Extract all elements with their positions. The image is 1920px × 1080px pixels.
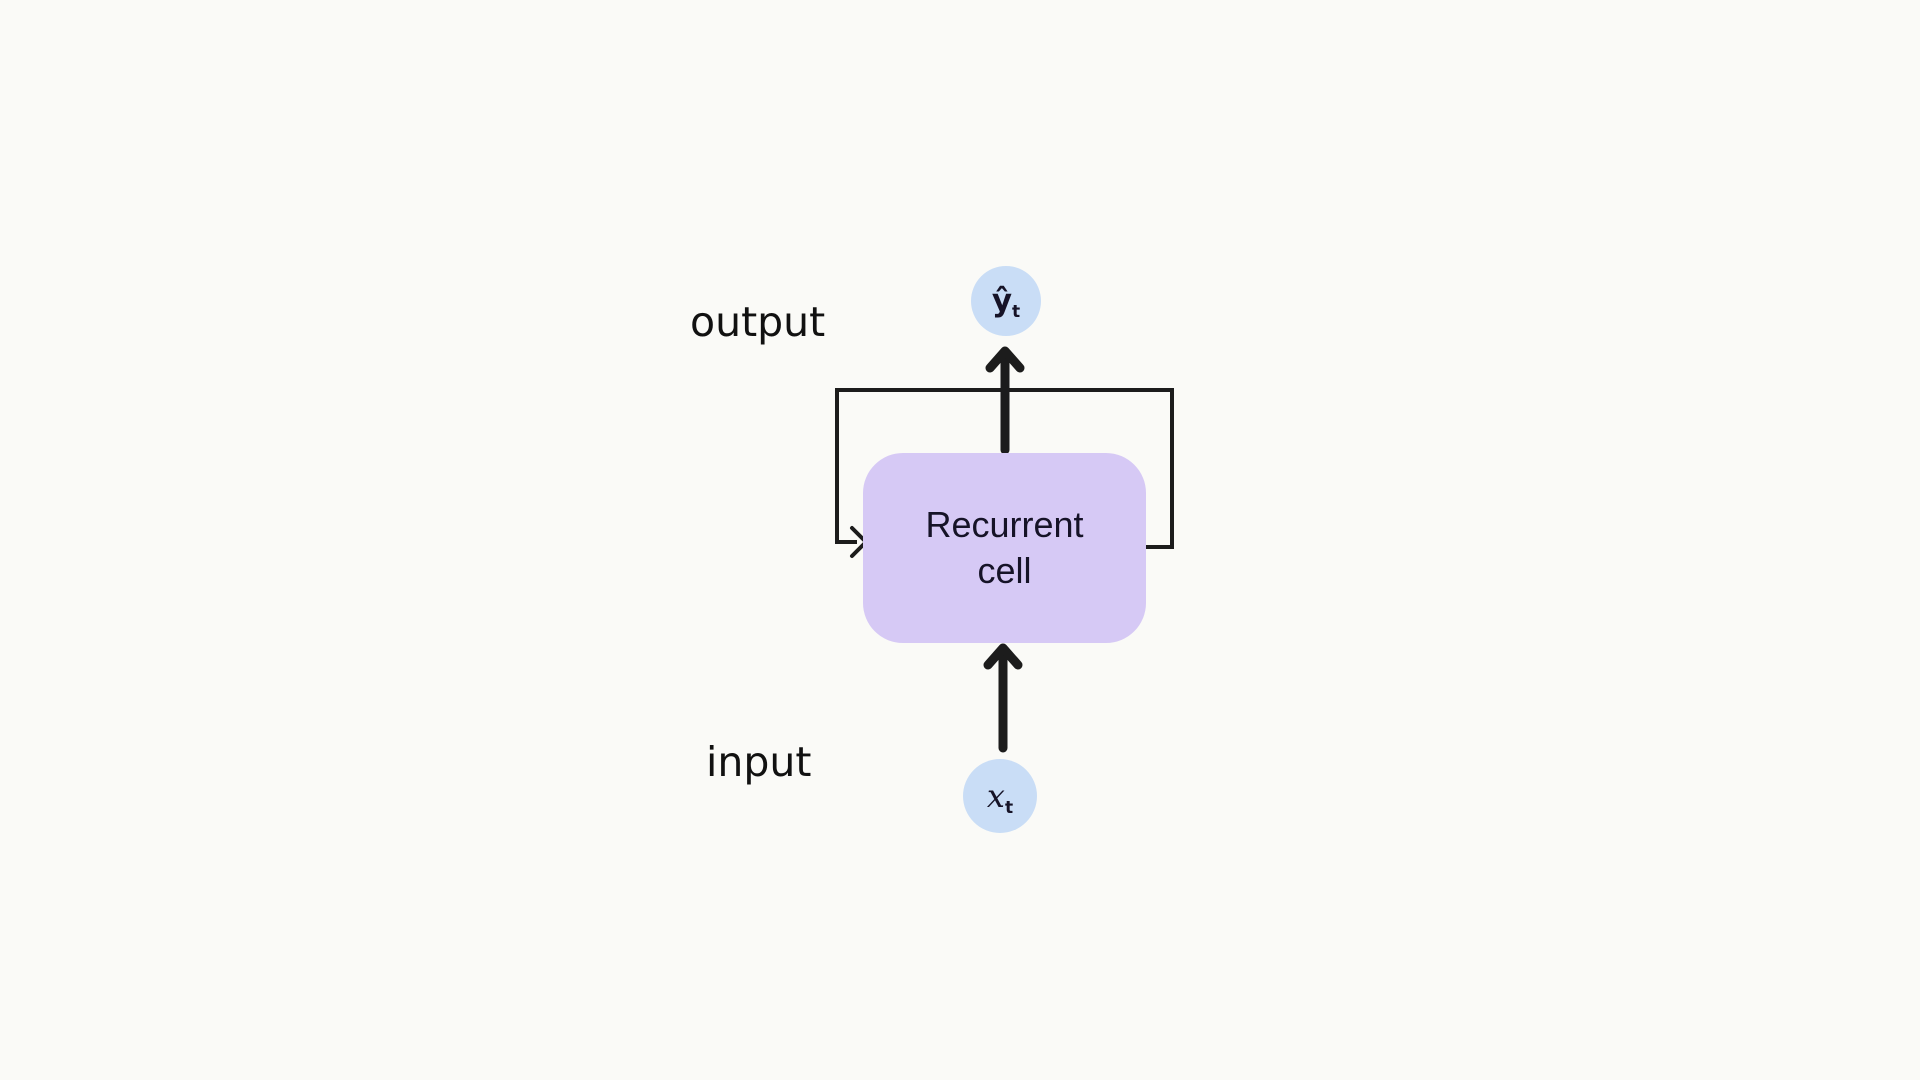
input-arrowhead-icon [983, 643, 1023, 670]
output-symbol-base: ŷ [991, 283, 1013, 319]
input-symbol-subscript: t [1004, 797, 1014, 818]
output-symbol: ŷt [991, 283, 1021, 322]
input-symbol-base: x [986, 777, 1005, 815]
recurrent-cell-label: Recurrent cell [925, 504, 1084, 591]
recurrent-cell-box: Recurrent cell [863, 453, 1146, 643]
input-label: input [706, 738, 812, 786]
input-node-circle: xt [963, 759, 1037, 833]
output-label: output [690, 298, 826, 346]
input-symbol: xt [986, 777, 1014, 818]
output-symbol-subscript: t [1012, 301, 1021, 322]
output-node-circle: ŷt [971, 266, 1041, 336]
output-arrowhead-icon [985, 346, 1025, 373]
